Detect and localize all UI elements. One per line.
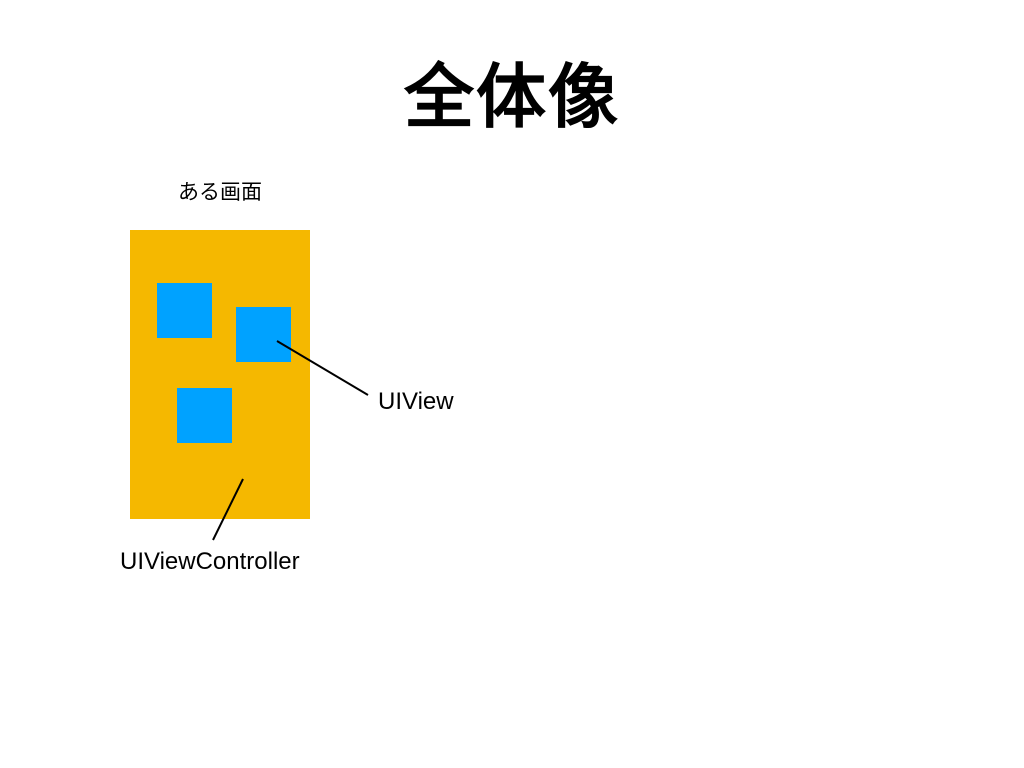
subview-square [177,388,232,443]
uiviewcontroller-callout-label: UIViewController [120,548,300,575]
screen-label: ある画面 [178,180,262,204]
slide-title: 全体像 [404,56,620,138]
subview-square [157,283,212,338]
screen-rectangle [130,230,310,519]
uiview-callout-label: UIView [378,388,454,415]
subview-square [236,307,291,362]
